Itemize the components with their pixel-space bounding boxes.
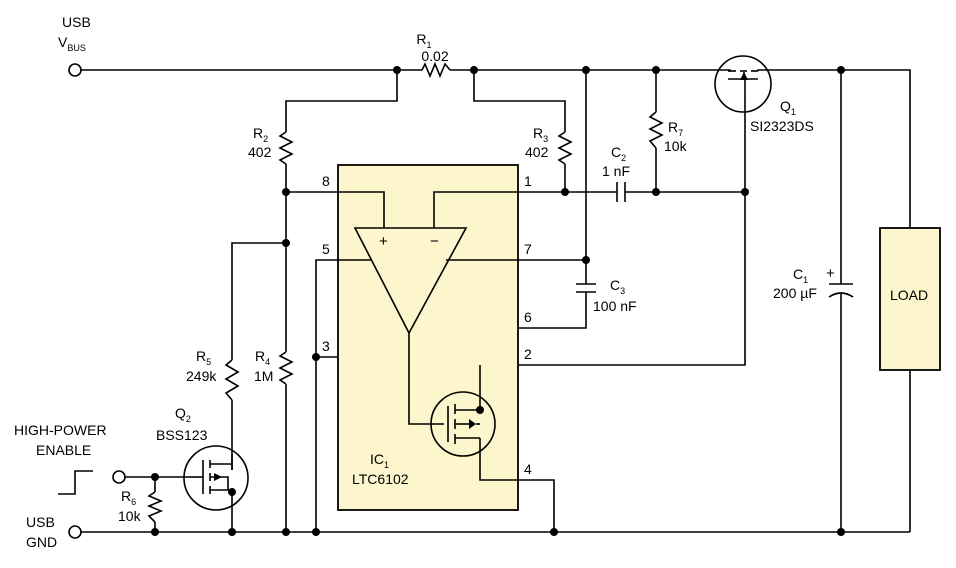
r6-designator: R6 xyxy=(121,488,136,507)
ic1-pin-8: 8 xyxy=(322,173,330,189)
wires xyxy=(81,69,911,533)
vbus-label-line2: VBUS xyxy=(58,34,86,53)
enable-step-icon xyxy=(58,470,93,495)
r1-value: 0.02 xyxy=(421,48,448,64)
r6-symbol xyxy=(146,491,164,523)
r3-symbol xyxy=(557,131,573,165)
ic1-pin-5: 5 xyxy=(322,241,330,257)
ic1-pin-3: 3 xyxy=(322,338,330,354)
r7-value: 10k xyxy=(664,138,688,154)
r4-symbol xyxy=(278,351,294,385)
load-block xyxy=(879,227,941,371)
q1-part-number: SI2323DS xyxy=(750,118,814,134)
ic1-designator: IC1 xyxy=(370,451,389,470)
gnd-label-line2: GND xyxy=(26,534,57,550)
r4-designator: R4 xyxy=(255,348,270,367)
q1-designator: Q1 xyxy=(780,98,796,117)
q1-symbol xyxy=(714,55,772,113)
vbus-subscript: BUS xyxy=(67,43,86,53)
c3-value: 100 nF xyxy=(593,298,637,314)
c1-value: 200 µF xyxy=(773,285,817,301)
gnd-label-line1: USB xyxy=(26,514,55,530)
opamp-minus-sign: − xyxy=(430,233,439,250)
r7-designator: R7 xyxy=(668,119,683,138)
r5-value: 249k xyxy=(186,368,217,384)
ic1-pin-1: 1 xyxy=(524,173,532,189)
ic1-pin-6: 6 xyxy=(524,309,532,325)
q2-part-number: BSS123 xyxy=(156,427,208,443)
vbus-label-line1: USB xyxy=(62,14,91,30)
ic1-pin-2: 2 xyxy=(524,346,532,362)
opamp-plus-sign: + xyxy=(379,233,388,250)
ic1-body xyxy=(337,164,519,511)
r7-symbol xyxy=(648,111,664,149)
r5-symbol xyxy=(224,359,240,401)
c2-symbol xyxy=(616,182,626,202)
r5-designator: R5 xyxy=(196,348,211,367)
r2-value: 402 xyxy=(248,144,272,160)
r2-designator: R2 xyxy=(253,125,268,144)
r1-symbol xyxy=(421,61,451,79)
gnd-terminal xyxy=(68,525,82,539)
c1-symbol xyxy=(828,283,854,298)
ic1-internal-fet xyxy=(430,391,496,457)
q2-designator: Q2 xyxy=(175,405,191,424)
c1-designator: C1 xyxy=(793,266,808,285)
c2-value: 1 nF xyxy=(602,163,630,179)
r4-value: 1M xyxy=(254,368,273,384)
enable-label-line2: ENABLE xyxy=(36,442,91,458)
c3-designator: C3 xyxy=(610,277,625,296)
r2-symbol xyxy=(278,131,294,165)
enable-terminal xyxy=(112,470,126,484)
c2-designator: C2 xyxy=(611,144,626,163)
r1-designator: R1 xyxy=(416,31,431,50)
r6-value: 10k xyxy=(118,508,142,524)
c1-polarity-sign: + xyxy=(826,265,835,282)
load-label: LOAD xyxy=(890,287,928,303)
vbus-terminal xyxy=(68,63,82,77)
q2-symbol xyxy=(183,445,249,511)
r3-value: 402 xyxy=(525,144,549,160)
ic1-part-number: LTC6102 xyxy=(352,471,409,487)
ic1-pin-7: 7 xyxy=(524,241,532,257)
enable-label-line1: HIGH-POWER xyxy=(14,422,107,438)
opamp-symbol xyxy=(353,227,468,335)
c3-symbol xyxy=(576,283,596,293)
ic1-pin-4: 4 xyxy=(524,461,532,477)
r3-designator: R3 xyxy=(533,125,548,144)
junction-dots xyxy=(151,66,845,536)
